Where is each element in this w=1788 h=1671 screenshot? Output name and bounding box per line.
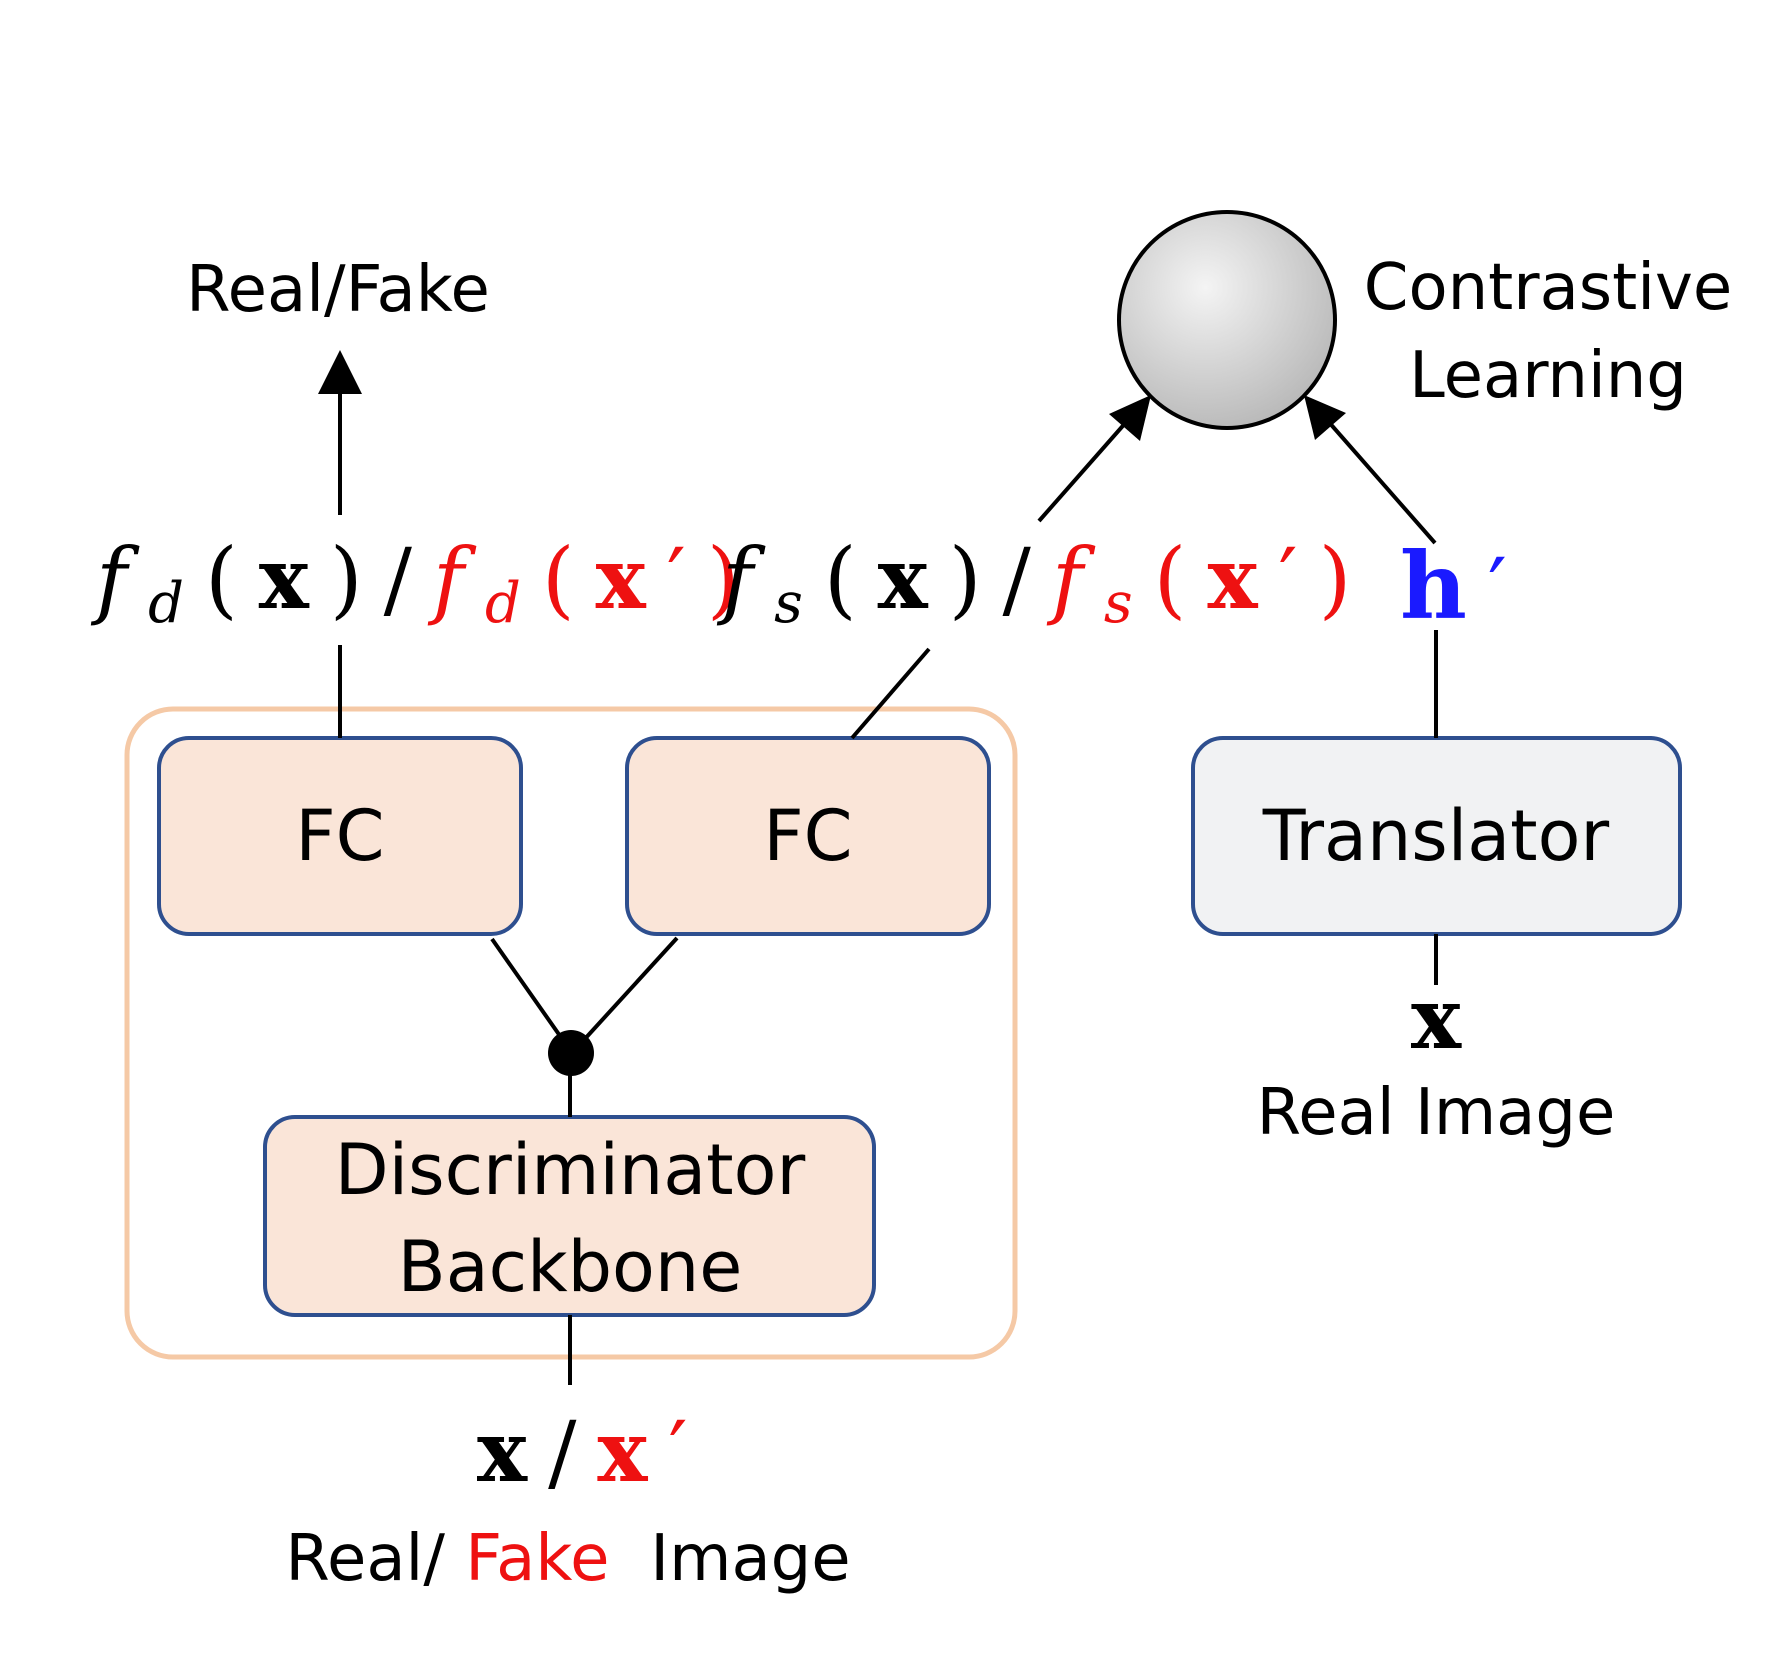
fs-fake-x: x	[1207, 529, 1258, 628]
fd-expression: f d ( x ) / f d ( x ′ )	[90, 529, 740, 641]
fd-fake-x: x	[596, 529, 647, 628]
fs-sub: s	[774, 571, 803, 636]
h-prime-mark: ′	[1488, 540, 1507, 638]
discriminator-label-line2: Backbone	[398, 1226, 743, 1308]
edge-fs-to-sphere	[1037, 418, 1130, 523]
fs-slash: /	[1003, 530, 1032, 628]
fd-fake-lparen: (	[542, 530, 575, 628]
edge-fc-right-to-fs	[850, 647, 931, 740]
disc-input-fake-prime: ′	[669, 1403, 688, 1501]
fd-slash: /	[384, 530, 413, 628]
arrowhead-realfake	[318, 350, 362, 394]
fs-fake-rparen: )	[1319, 530, 1352, 628]
real-fake-output-label: Real/Fake	[186, 253, 490, 327]
junction-node	[548, 1030, 594, 1076]
fd-fake-prime: ′	[667, 530, 686, 628]
fs-x: x	[878, 529, 929, 628]
contrastive-label-line2: Learning	[1409, 339, 1687, 413]
fc-right-label: FC	[763, 795, 852, 877]
fc-left-label: FC	[295, 795, 384, 877]
h-symbol: h	[1400, 532, 1467, 640]
disc-input-fake-x: x	[597, 1402, 648, 1501]
fs-lparen: (	[824, 530, 857, 628]
fs-fake-lparen: (	[1154, 530, 1187, 628]
edge-junction-to-fc-right	[570, 936, 679, 1055]
disc-input-caption-fake: Fake	[465, 1522, 609, 1596]
fc-right-box	[625, 736, 991, 936]
disc-input-slash: /	[548, 1403, 577, 1501]
contrastive-label-line1: Contrastive	[1364, 251, 1733, 325]
fd-fake-func: f	[427, 530, 477, 628]
real-image-label: Real Image	[1257, 1076, 1616, 1150]
fd-fake-rparen: )	[707, 530, 740, 628]
translator-label: Translator	[1262, 795, 1610, 877]
fs-expression: f s ( x ) / f s ( x ′ )	[716, 529, 1351, 641]
contrastive-sphere	[1117, 210, 1337, 430]
disc-input-expression: x / x ′	[477, 1402, 688, 1501]
fd-sub: d	[148, 571, 184, 636]
fd-fake-sub: d	[485, 571, 521, 636]
h-prime-label: h ′	[1400, 532, 1507, 640]
fs-func: f	[716, 530, 766, 628]
discriminator-label-line1: Discriminator	[335, 1129, 806, 1211]
translator-input-x: x	[1411, 969, 1462, 1068]
fs-fake-prime: ′	[1279, 530, 1298, 628]
fs-fake-sub: s	[1104, 571, 1133, 636]
arrowhead-h-sphere	[1304, 395, 1346, 440]
fd-rparen: )	[330, 530, 363, 628]
disc-input-caption-image: Image	[630, 1522, 851, 1596]
fs-rparen: )	[949, 530, 982, 628]
fd-x: x	[259, 529, 310, 628]
edge-h-to-sphere	[1325, 418, 1437, 545]
disc-input-x: x	[477, 1402, 528, 1501]
fs-fake-func: f	[1046, 530, 1096, 628]
disc-input-caption: Real/ Fake Image	[285, 1522, 850, 1596]
disc-input-caption-real: Real/	[285, 1522, 445, 1596]
fd-lparen: (	[205, 530, 238, 628]
fd-func: f	[90, 530, 140, 628]
arrowhead-fs-sphere	[1109, 395, 1151, 441]
